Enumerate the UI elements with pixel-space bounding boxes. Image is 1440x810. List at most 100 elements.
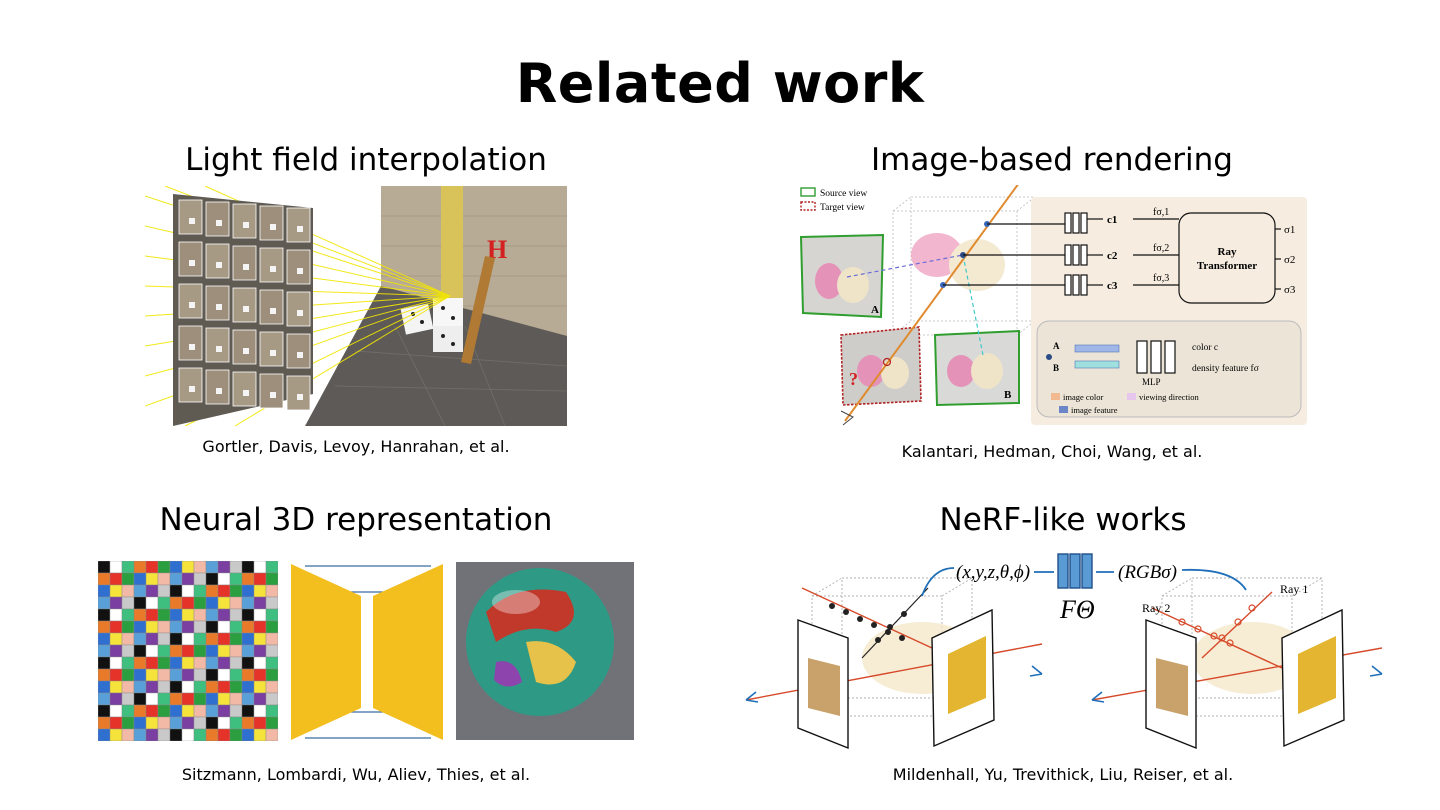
voxel-cell [229,704,243,718]
legend-target: Target view [820,203,865,213]
nerf-heading: NeRF-like works [939,502,1187,538]
voxel-cell [121,704,135,718]
voxel-cell [265,704,278,718]
voxel-cell [229,716,243,730]
voxel-cell [145,608,159,622]
voxel-cell [181,656,195,670]
voxel-cell [157,596,171,610]
voxel-cell [241,644,255,658]
camera-tile [205,201,230,237]
voxel-cell [241,716,255,730]
voxel-cell [253,680,267,694]
voxel-cell [157,584,171,598]
voxel-cell [157,716,171,730]
voxel-cell [98,692,111,706]
inset-b-label: B [1053,363,1059,373]
voxel-cell [253,596,267,610]
legend-source-swatch [800,187,816,197]
red-graffiti: H [487,235,507,264]
voxel-cell [121,620,135,634]
mlp-network-icon [1057,553,1093,589]
encoder-blocks [1064,212,1088,296]
voxel-cell [253,692,267,706]
voxel-cell [157,704,171,718]
voxel-cell [193,704,207,718]
voxel-cell [241,596,255,610]
camera-tile-die [243,264,249,270]
camera-tile [259,331,284,367]
voxel-cell [121,632,135,646]
nerf-network-label: FΘ [1059,595,1095,624]
voxel-cell [241,608,255,622]
voxel-cell [181,620,195,634]
voxel-cell [169,680,183,694]
voxel-cell [241,620,255,634]
voxel-grid-figure [98,561,278,741]
camera-tile [286,375,311,411]
camera-tile [286,291,311,327]
camera-tile-die [216,304,222,310]
voxel-cell [133,572,147,586]
voxel-cell [241,668,255,682]
neural3d-citation: Sitzmann, Lombardi, Wu, Aliev, Thies, et… [181,765,531,784]
camera-tile [205,369,230,405]
voxel-cell [193,608,207,622]
voxel-cell [181,644,195,658]
voxel-cell [133,716,147,730]
camera-tile-die [297,394,303,400]
voxel-cell [169,632,183,646]
voxel-cell [157,620,171,634]
voxel-cell [145,692,159,706]
decoder-trapezoid [373,564,443,740]
voxel-cell [169,644,183,658]
camera-tile-die [297,226,303,232]
voxel-cell [169,656,183,670]
voxel-cell [169,704,183,718]
voxel-cell [265,644,278,658]
voxel-cell [121,572,135,586]
ibr-figure: Source view Target view A ? B [799,185,1307,426]
voxel-cell [253,644,267,658]
voxel-cell [265,668,278,682]
voxel-cell [253,584,267,598]
voxel-cell [169,620,183,634]
ray-transformer-box [1178,212,1276,304]
projection-line-b [962,254,984,356]
voxel-cell [121,716,135,730]
camera-tile [232,287,257,323]
ray-samples-right [1178,604,1256,647]
page-title: Related work [515,52,925,115]
voxel-cell [241,728,255,741]
voxel-cell [145,656,159,670]
camera-tile-die [216,346,222,352]
voxel-cell [253,632,267,646]
voxel-cell [205,704,219,718]
camera-tile-die [270,308,276,314]
voxel-cell [169,728,183,741]
camera-tile [259,205,284,241]
voxel-cell [217,584,231,598]
voxel-cell [265,680,278,694]
voxel-cell [109,680,123,694]
camera-tile-die [297,310,303,316]
voxel-cell [98,680,111,694]
yellow-pillar [441,186,463,306]
voxel-cell [157,692,171,706]
voxel-cell [133,561,147,574]
voxel-cell [121,596,135,610]
camera-tile [259,373,284,409]
voxel-cell [205,572,219,586]
voxel-cell [98,596,111,610]
voxel-cell [253,656,267,670]
voxel-cell [157,680,171,694]
voxel-cell [145,632,159,646]
voxel-cell [109,692,123,706]
voxel-cell [253,668,267,682]
camera-tile [232,245,257,281]
ibr-heading: Image-based rendering [871,142,1233,178]
svg-text:B: B [1004,389,1012,401]
voxel-cell [181,584,195,598]
inset-a-label: A [1053,341,1060,351]
voxel-cell [133,644,147,658]
voxel-cell [193,572,207,586]
